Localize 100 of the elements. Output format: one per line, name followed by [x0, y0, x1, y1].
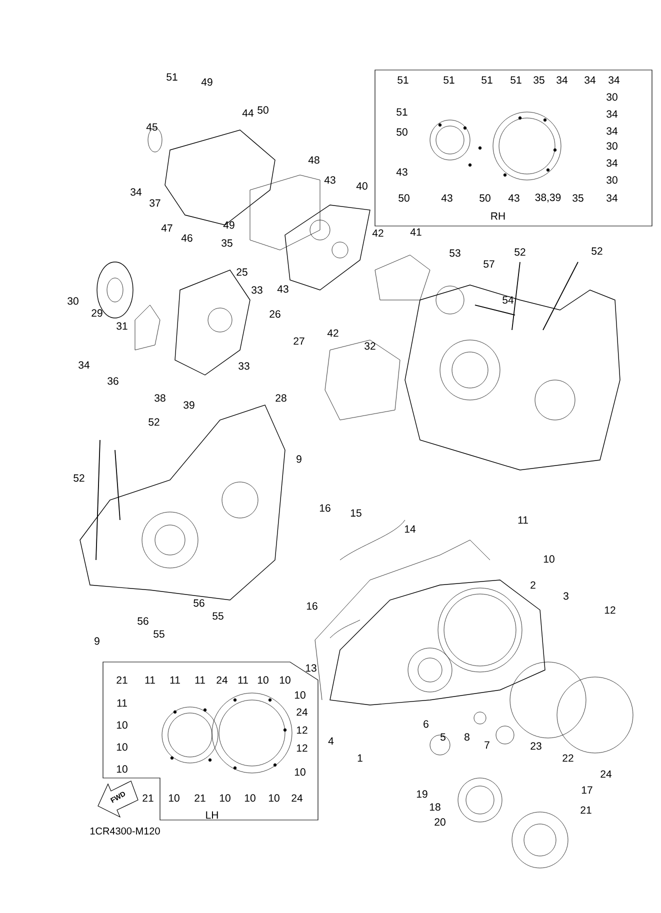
callout-number: 51	[510, 76, 522, 84]
callout-number: 39	[184, 401, 194, 409]
callout-number: 21	[580, 806, 592, 814]
callout-number: 9	[94, 637, 100, 645]
callout-number: 40	[356, 182, 368, 190]
callout-number: 51	[482, 76, 492, 84]
callout-number: 10	[280, 676, 290, 684]
callout-number: 36	[108, 377, 118, 385]
callout-number: 52	[148, 418, 160, 426]
callout-number: 14	[404, 525, 416, 533]
callout-number: 24	[292, 794, 303, 802]
callout-number: 55	[212, 612, 224, 620]
callout-number: 26	[270, 310, 280, 318]
callout-number: 4	[328, 737, 334, 745]
callout-number: 55	[154, 630, 164, 638]
callout-number: 52	[74, 474, 84, 482]
callout-number: 12	[296, 726, 308, 734]
callout-number: 21	[116, 676, 128, 684]
callout-number: 18	[430, 803, 440, 811]
callout-number: 13	[306, 664, 316, 672]
callout-number: 31	[116, 322, 128, 330]
callout-number: 11	[195, 676, 205, 684]
callout-number: 17	[582, 786, 592, 794]
callout-number: 10	[244, 794, 256, 802]
callout-number: 38,39	[535, 194, 561, 202]
callout-number: 10	[168, 794, 180, 802]
callout-number: 1	[358, 754, 362, 762]
callout-number: 34	[608, 76, 620, 84]
callout-number: 3	[563, 592, 568, 600]
callout-number: 43	[277, 285, 288, 293]
callout-number: 11	[117, 699, 127, 707]
callout-number: 25	[236, 268, 248, 276]
callout-number: 30	[606, 142, 618, 150]
callout-number: 34	[606, 110, 618, 118]
callout-number: 35	[222, 239, 232, 247]
callout-number: 42	[327, 329, 338, 337]
callout-number: 42	[372, 229, 384, 237]
callout-number: 57	[484, 260, 494, 268]
callout-number: 11	[238, 676, 248, 684]
callout-number: 28	[276, 394, 286, 402]
callout-number: 19	[416, 790, 428, 798]
callout-number: 34	[606, 127, 618, 135]
callout-number: 10	[116, 743, 128, 751]
callout-number: 30	[606, 176, 618, 184]
callout-number: 34	[606, 159, 618, 167]
callout-number: 44	[242, 109, 254, 117]
callout-number: 24	[296, 708, 308, 716]
callout-number: 34	[130, 188, 142, 196]
callout-number: 45	[146, 123, 158, 131]
callout-number: 34	[78, 361, 90, 369]
callout-number: 29	[92, 309, 102, 317]
callout-number: 10	[116, 721, 128, 729]
callout-number: 38	[154, 394, 166, 402]
callout-number: 49	[201, 78, 212, 86]
callout-number: 43	[396, 168, 408, 176]
callout-number: 12	[296, 744, 308, 752]
callout-number: 20	[434, 818, 446, 826]
callout-number: 56	[194, 599, 204, 607]
callout-number: 43	[441, 194, 452, 202]
callout-number: 23	[530, 742, 542, 750]
callout-number: 33	[238, 362, 250, 370]
callout-number: 47	[161, 224, 172, 232]
callout-number: 7	[484, 741, 490, 749]
callout-number: 51	[166, 73, 178, 81]
callout-number: 10	[294, 768, 306, 776]
callout-number: 51	[444, 76, 454, 84]
callout-number: 34	[556, 76, 568, 84]
callout-number: 32	[364, 342, 376, 350]
callout-number: 21	[194, 794, 206, 802]
part-code: 1CR4300-M120	[90, 827, 160, 835]
callout-number: 52	[514, 248, 526, 256]
callout-number: 16	[306, 602, 318, 610]
callout-number: 10	[116, 765, 128, 773]
callout-number: 33	[252, 286, 262, 294]
callout-number: 50	[480, 194, 490, 202]
callout-number: 46	[181, 234, 192, 242]
callout-number: 50	[398, 194, 410, 202]
callout-number: 43	[324, 176, 336, 184]
callout-number: 10	[258, 676, 268, 684]
callout-number: 30	[68, 297, 78, 305]
callout-number: 51	[396, 108, 408, 116]
callout-number: 35	[572, 194, 584, 202]
callout-number: 49	[223, 221, 234, 229]
callout-number: 6	[424, 720, 428, 728]
callout-number: 24	[216, 676, 228, 684]
callout-number: 27	[294, 337, 304, 345]
callout-number: 11	[145, 676, 155, 684]
callout-number: 50	[396, 128, 408, 136]
callout-number: 34	[584, 76, 596, 84]
callout-number: LH	[206, 811, 218, 819]
callout-number: 11	[518, 516, 528, 524]
callout-number: 54	[502, 296, 514, 304]
callout-number: 52	[592, 247, 602, 255]
callout-number: 11	[170, 676, 180, 684]
callout-number: 56	[138, 617, 148, 625]
callout-number: 21	[142, 794, 154, 802]
callout-number: 53	[450, 249, 460, 257]
callout-number: 10	[220, 794, 230, 802]
callout-number: 50	[258, 106, 268, 114]
callout-number: 9	[296, 455, 302, 463]
